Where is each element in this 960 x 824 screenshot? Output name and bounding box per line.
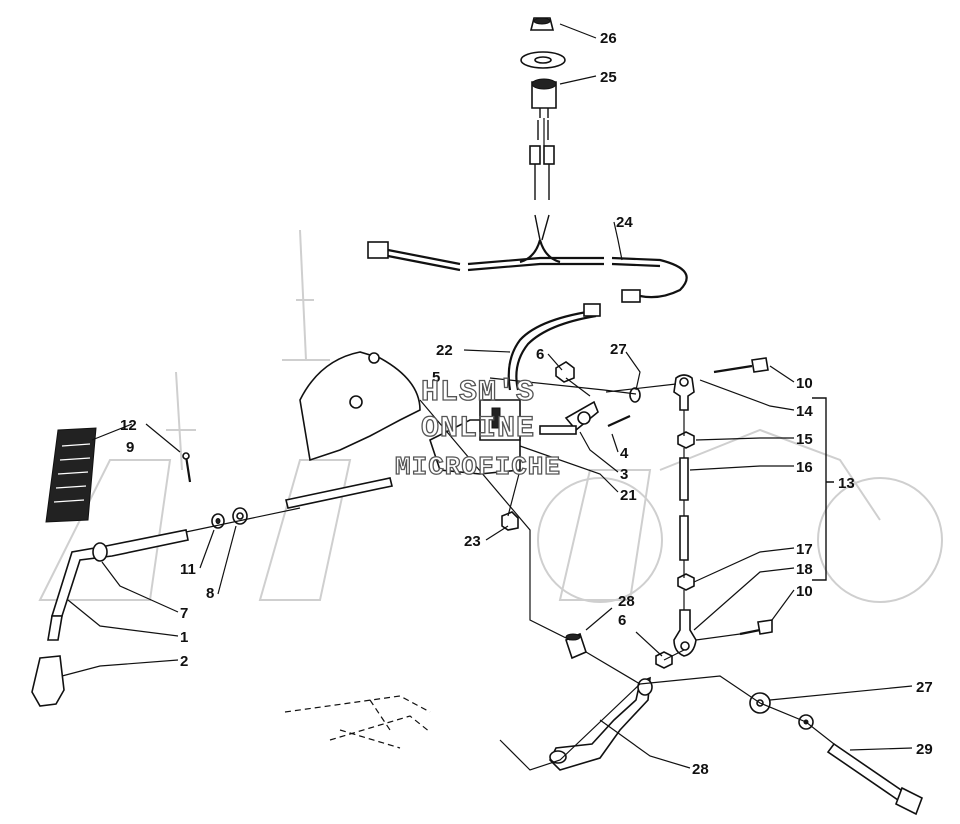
callout-15: 15: [796, 431, 813, 448]
callout-28: 28: [692, 761, 709, 778]
callout-9: 9: [126, 439, 134, 456]
callout-7: 7: [180, 605, 188, 622]
callout-20: 22: [436, 342, 453, 359]
callout-8: 8: [206, 585, 214, 602]
callout-13: 13: [838, 475, 855, 492]
callout-22: 24: [616, 214, 633, 231]
watermark-line-2: ONLINE: [421, 412, 535, 446]
callout-24: 26: [600, 30, 617, 47]
part-21-nut: [501, 511, 519, 531]
callout-11: 11: [180, 561, 196, 578]
leader-lines: [61, 23, 913, 769]
part-16-rod: [679, 457, 689, 561]
part-5-bracket: [299, 351, 421, 462]
part-22-wiring-harness: [367, 239, 688, 303]
callout-6-upper: 6: [536, 346, 544, 363]
part-2-knob: [31, 655, 65, 707]
part-14-rod-end-upper: [673, 374, 695, 411]
part-1-shift-lever: [47, 529, 189, 641]
callout-26: 28: [618, 593, 635, 610]
callout-6-lower: 6: [618, 612, 626, 629]
part-4-pin: [607, 414, 631, 428]
frame-outline: [284, 695, 431, 749]
callout-3: 3: [620, 466, 628, 483]
callout-labels: 26 25 24 22 5 6 27 10 14 15 16 13 4 3 21…: [120, 30, 933, 778]
axis-lines: [185, 118, 835, 771]
watermark: HLSM'S ONLINE MICROFICHE: [394, 375, 561, 482]
watermark-line-3: MICROFICHE: [395, 452, 561, 482]
part-28-linkage-arm: [549, 676, 653, 771]
part-3-lever: [539, 400, 599, 435]
part-18-rod-end-lower: [673, 609, 697, 657]
assembly-13-bracket: [812, 397, 834, 581]
callout-2: 2: [180, 653, 188, 670]
part-7-washer: [92, 542, 108, 562]
part-15-nut: [677, 431, 695, 449]
callout-1: 1: [180, 629, 188, 646]
part-24-washer: [520, 51, 566, 69]
callout-14: 14: [796, 403, 813, 420]
callout-25: 27: [610, 341, 627, 358]
callout-10-upper: 10: [796, 375, 813, 392]
part-29-bolt: [826, 742, 924, 816]
part-25-washer: [629, 387, 641, 403]
watermark-line-1: HLSM'S: [421, 376, 535, 410]
part-19-mechanism: [429, 399, 521, 475]
part-10-bolt-lower: [739, 619, 773, 636]
callout-18: 18: [796, 561, 813, 578]
part-12-decal: [45, 427, 97, 523]
callout-12: 12: [120, 417, 137, 434]
part-10-bolt-upper: [713, 357, 769, 374]
shift-rod: [285, 477, 393, 509]
callout-21: 23: [464, 533, 481, 550]
callout-4: 4: [620, 445, 629, 462]
callout-10-lower: 10: [796, 583, 813, 600]
callout-17: 17: [796, 541, 813, 558]
callout-29: 29: [916, 741, 933, 758]
part-24-cap: [529, 17, 555, 31]
callout-27: 27: [916, 679, 933, 696]
callout-19: 21: [620, 487, 637, 504]
callout-23: 25: [600, 69, 617, 86]
switch-connector: [529, 145, 555, 241]
callout-16: 16: [796, 459, 813, 476]
part-23-switch: [531, 78, 557, 140]
callout-5: 5: [432, 369, 440, 386]
part-20-lead-wire: [507, 303, 601, 391]
part-26-spacer: [565, 632, 587, 660]
part-9-pin: [182, 452, 192, 483]
part-6-nut-upper: [555, 361, 575, 383]
part-17-nut: [677, 573, 695, 591]
